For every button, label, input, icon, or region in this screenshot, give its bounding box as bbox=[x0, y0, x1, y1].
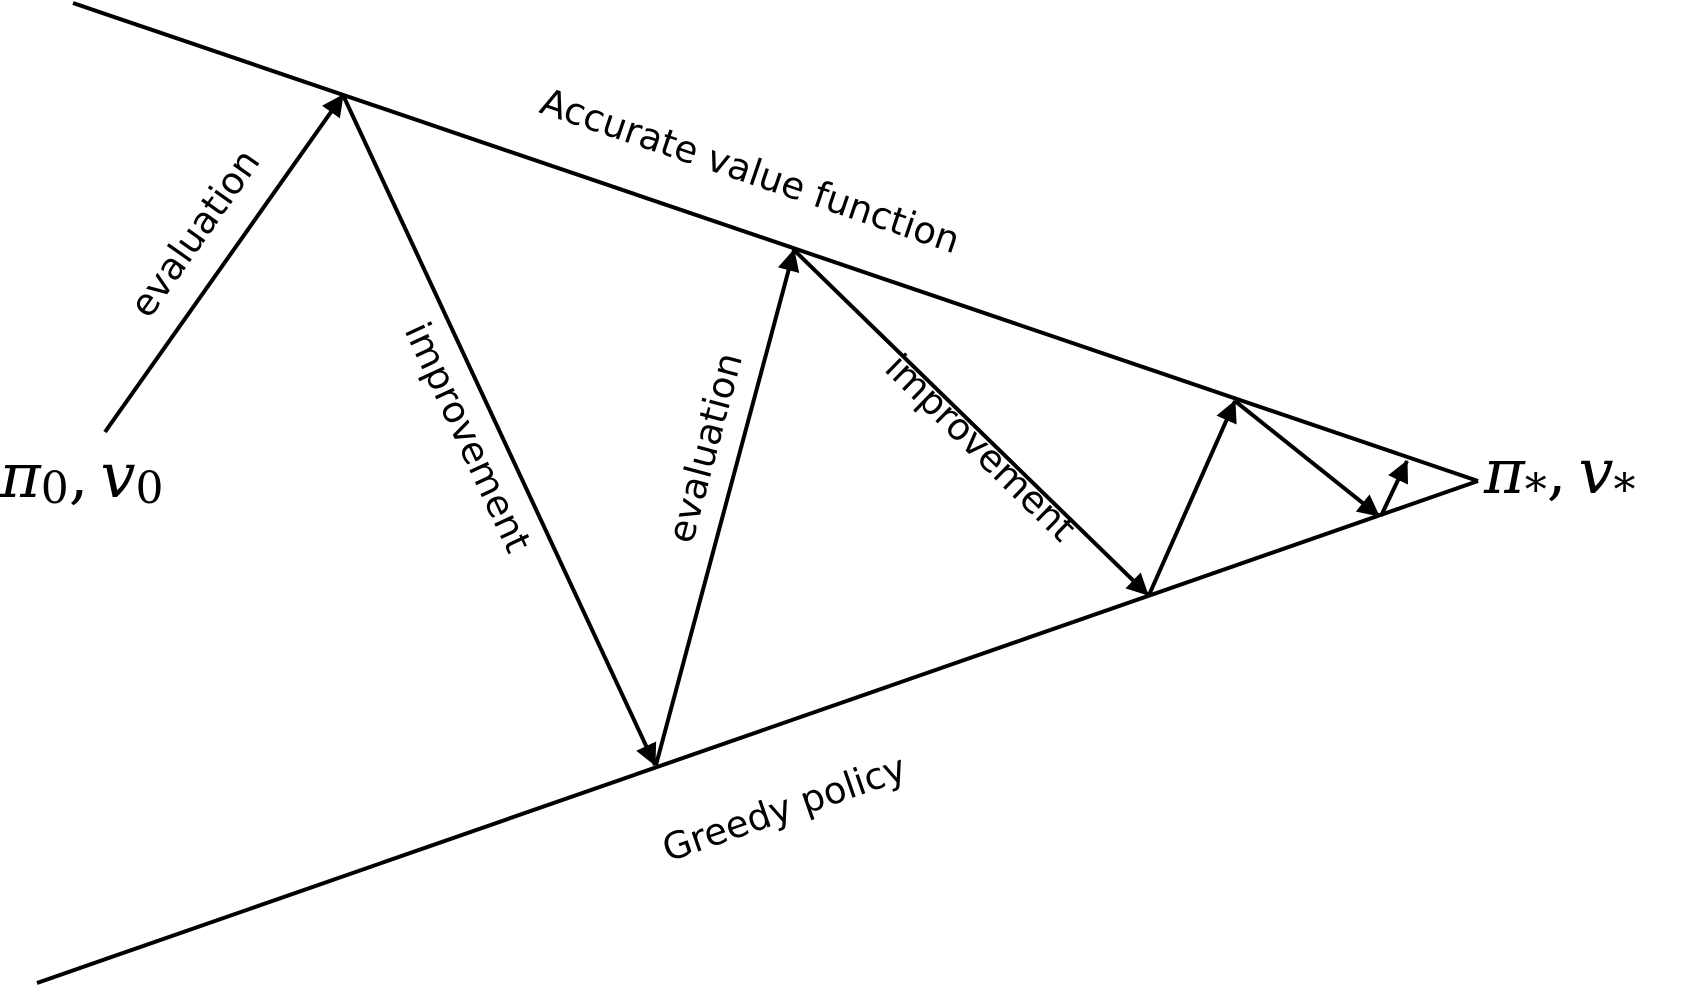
start-separator: , bbox=[69, 439, 89, 512]
improvement-arrow-1 bbox=[341, 94, 657, 766]
end-v-subscript: * bbox=[1614, 465, 1636, 516]
end-pi-symbol: π bbox=[1483, 435, 1526, 508]
end-v-symbol: v bbox=[1578, 435, 1613, 508]
greedy-policy-label: Greedy policy bbox=[657, 746, 912, 870]
start-v-symbol: v bbox=[100, 439, 135, 512]
evaluation-arrow-1 bbox=[103, 93, 345, 434]
end-node-label: π*,v* bbox=[1483, 435, 1636, 516]
evaluation-arrow-4 bbox=[1379, 460, 1409, 517]
start-node-label: π0,v0 bbox=[0, 439, 164, 514]
evaluation-arrow-2 bbox=[654, 248, 800, 766]
greedy-policy-line bbox=[36, 479, 1479, 985]
improvement-arrow-2 bbox=[792, 248, 1150, 597]
improvement-label-2: improvement bbox=[877, 346, 1085, 550]
evaluation-arrow-3 bbox=[1147, 399, 1237, 596]
improvement-arrow-3 bbox=[1233, 399, 1381, 518]
start-pi-symbol: π bbox=[0, 439, 42, 512]
end-pi-subscript: * bbox=[1525, 465, 1547, 516]
accurate-value-function-line bbox=[72, 1, 1479, 483]
start-pi-subscript: 0 bbox=[41, 463, 69, 514]
start-v-subscript: 0 bbox=[136, 463, 164, 514]
evaluation-label-2: evaluation bbox=[659, 348, 751, 547]
improvement-label-1: improvement bbox=[396, 316, 540, 559]
end-separator: , bbox=[1547, 435, 1567, 508]
